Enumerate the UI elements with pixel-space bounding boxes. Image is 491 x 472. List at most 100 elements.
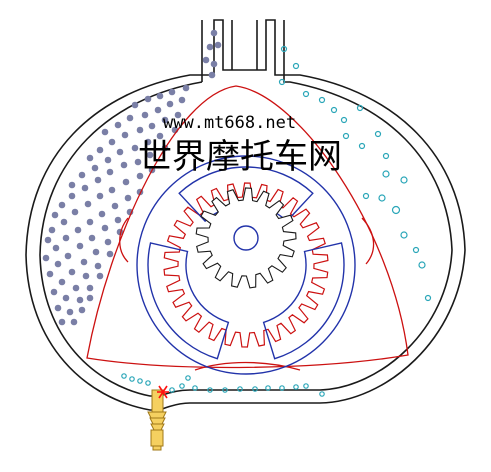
spark-plug-threads: [147, 411, 167, 431]
fuel-particle: [174, 111, 182, 119]
exhaust-bubble: [169, 387, 175, 393]
fuel-particle: [98, 210, 106, 218]
fuel-particle: [106, 168, 114, 176]
rotor-face-pocket-bottom: [194, 361, 301, 371]
exhaust-bubble: [303, 383, 309, 389]
fuel-particle: [58, 278, 66, 286]
fuel-particle: [101, 224, 109, 232]
fuel-particle: [86, 284, 94, 292]
fuel-particle: [42, 254, 50, 262]
fuel-particle: [106, 250, 114, 258]
fuel-particle: [91, 164, 99, 172]
rotor-face-pocket-left: [119, 217, 129, 263]
fuel-particle: [51, 211, 59, 219]
fuel-particle: [131, 144, 139, 152]
fuel-particle: [96, 272, 104, 280]
pinion-center: [233, 225, 259, 251]
fuel-particle: [154, 106, 162, 114]
fuel-particle: [134, 158, 142, 166]
fuel-particle: [72, 284, 80, 292]
watermark-chinese-title: 世界摩托车网: [138, 137, 342, 177]
exhaust-bubble: [382, 170, 390, 178]
fuel-particle: [161, 116, 169, 124]
fuel-particle: [88, 234, 96, 242]
fuel-particle: [48, 226, 56, 234]
fuel-particle: [120, 161, 128, 169]
fuel-particle: [148, 122, 156, 130]
fuel-particle: [44, 236, 52, 244]
exhaust-bubble: [356, 104, 364, 112]
fuel-particle: [68, 192, 76, 200]
fuel-particle: [92, 248, 100, 256]
fuel-particle: [76, 242, 84, 250]
fuel-particle: [46, 270, 54, 278]
fuel-particle: [78, 306, 86, 314]
fuel-particle: [206, 43, 214, 51]
fuel-particle: [116, 148, 124, 156]
exhaust-bubble: [400, 176, 408, 184]
exhaust-bubble: [302, 90, 310, 98]
exhaust-bubble: [185, 375, 191, 381]
fuel-particle: [114, 216, 122, 224]
housing-inner-wall: [39, 20, 453, 397]
fuel-particle: [214, 41, 222, 49]
exhaust-bubble: [418, 261, 426, 269]
fuel-particle: [94, 176, 102, 184]
exhaust-bubble: [391, 205, 401, 215]
fuel-particle: [60, 218, 68, 226]
engine-housing: [25, 19, 466, 411]
fuel-particle: [136, 172, 144, 180]
fuel-particle: [96, 192, 104, 200]
exhaust-gas-bubbles: [121, 45, 432, 397]
fuel-particle: [94, 262, 102, 270]
exhaust-bubble: [121, 373, 127, 379]
fuel-particle: [64, 252, 72, 260]
fuel-particle: [210, 29, 218, 37]
fuel-particle: [208, 71, 216, 79]
exhaust-bubble: [358, 142, 366, 150]
housing-outer-wall: [25, 19, 466, 411]
rotor-outline: [86, 85, 409, 369]
exhaust-bubble: [237, 386, 243, 392]
fuel-particle: [74, 226, 82, 234]
exhaust-bubble: [382, 152, 390, 160]
fuel-particle: [202, 56, 210, 64]
fuel-particle: [156, 92, 164, 100]
fuel-particle: [108, 186, 116, 194]
fuel-particle: [70, 318, 78, 326]
fuel-particle: [80, 258, 88, 266]
spark-plug: [147, 389, 167, 451]
exhaust-bubble: [145, 380, 151, 386]
fuel-particle: [68, 268, 76, 276]
exhaust-bubble: [280, 45, 288, 53]
fuel-particle: [111, 202, 119, 210]
fuel-particle: [54, 304, 62, 312]
fuel-particle: [141, 111, 149, 119]
exhaust-bubble: [137, 378, 143, 384]
exhaust-bubble: [252, 386, 258, 392]
fuel-mixture-particles: [42, 29, 222, 326]
fuel-particle: [156, 132, 164, 140]
exhaust-bubble: [318, 96, 326, 104]
exhaust-bubble: [222, 387, 228, 393]
spark-plug-insulator: [150, 429, 164, 447]
exhaust-bubble: [378, 194, 386, 202]
exhaust-bubble: [179, 383, 185, 389]
fuel-particle: [104, 238, 112, 246]
fuel-particle: [144, 95, 152, 103]
fuel-particle: [114, 121, 122, 129]
fuel-particle: [52, 244, 60, 252]
exhaust-bubble: [424, 294, 432, 302]
exhaust-bubble: [279, 385, 285, 391]
fuel-particle: [82, 272, 90, 280]
exhaust-bubble: [362, 192, 370, 200]
fuel-particle: [168, 88, 176, 96]
fuel-particle: [76, 296, 84, 304]
spark-icon: [157, 385, 169, 399]
fuel-particle: [121, 131, 129, 139]
fuel-particle: [58, 318, 66, 326]
fuel-particle: [108, 138, 116, 146]
watermark-url: www.mt668.net: [163, 113, 296, 133]
fuel-particle: [96, 146, 104, 154]
fuel-particle: [84, 200, 92, 208]
